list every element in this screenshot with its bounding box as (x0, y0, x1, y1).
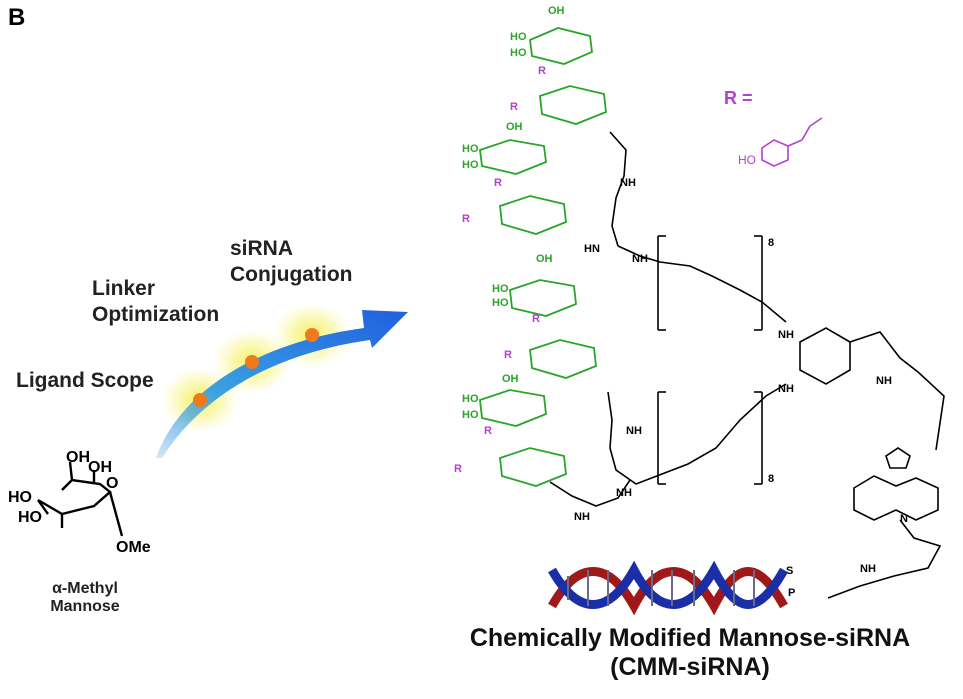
mannose-caption-line1: α-Methyl (52, 580, 118, 597)
repeat-count-upper: 8 (768, 237, 774, 249)
sugar-ring-8 (499, 447, 567, 487)
r-group-structure: HO (738, 117, 823, 167)
atom-ho: HO (492, 283, 509, 295)
atom-nh: NH (632, 253, 648, 265)
r-group-ho: HO (738, 153, 756, 167)
benzene-core (799, 327, 851, 385)
step-linker: Linker Optimization (92, 276, 219, 329)
r-group-label: R = (724, 88, 753, 108)
atom-oh: OH (506, 121, 523, 133)
linker-lower (549, 479, 631, 507)
sugar-ring-6 (529, 339, 597, 379)
atom-nh: NH (778, 383, 794, 395)
atom-nh: NH (778, 329, 794, 341)
step-sirna: siRNA Conjugation (230, 236, 352, 289)
step-sirna-line2: Conjugation (230, 263, 353, 287)
title-line2: (CMM-siRNA) (610, 653, 770, 681)
peg-lower (607, 383, 787, 485)
linker-right (849, 331, 945, 451)
atom-ho: HO (462, 159, 479, 171)
step-linker-line1: Linker (92, 277, 156, 300)
bond (809, 117, 823, 127)
helix-strand-red (548, 567, 788, 616)
bond (108, 491, 124, 537)
arrow-body (156, 310, 408, 458)
atom-ho: HO (462, 143, 479, 155)
atom-oh: OH (548, 5, 565, 17)
atom-ho: HO (492, 297, 509, 309)
cmm-conjugate-structure: OH HO HO HO HO OH OH HO HO OH HO HO R R … (454, 5, 945, 599)
atom-nh: NH (616, 487, 632, 499)
atom-hn: HN (584, 243, 600, 255)
triazole-ring (885, 447, 911, 469)
dot-ligand-scope (193, 393, 207, 407)
atom-ho-1: HO (8, 489, 32, 506)
step-ligand-scope: Ligand Scope (16, 369, 154, 392)
bond (801, 125, 811, 141)
sugar-ring-5 (509, 279, 577, 317)
sugar-ring-1 (529, 27, 593, 65)
atom-r: R (494, 177, 502, 189)
atom-r: R (462, 213, 470, 225)
atom-ho: HO (510, 47, 527, 59)
atom-r: R (510, 101, 518, 113)
atom-oh: OH (502, 373, 519, 385)
sugar-ring-3 (479, 139, 547, 175)
bond (37, 499, 49, 515)
helix-strand-blue (548, 560, 788, 609)
atom-ome: OMe (116, 539, 151, 556)
atom-nh: NH (574, 511, 590, 523)
bond (68, 461, 74, 481)
phenyl-ring (761, 139, 789, 167)
sugar-ring-2 (539, 85, 607, 125)
step-sirna-line1: siRNA (230, 237, 294, 260)
bond (787, 139, 803, 147)
atom-r: R (484, 425, 492, 437)
atom-n: N (900, 513, 908, 525)
atom-nh: NH (876, 375, 892, 387)
atom-ho-2: HO (18, 509, 42, 526)
atom-ho: HO (462, 409, 479, 421)
optimization-arrow (156, 303, 408, 458)
atom-oh-2: OH (88, 459, 112, 476)
atom-p: P (788, 587, 795, 599)
atom-oh: OH (536, 253, 553, 265)
step-linker-line2: Optimization (92, 303, 220, 327)
atom-nh: NH (860, 563, 876, 575)
sugar-ring-4 (499, 195, 567, 235)
linker-upper (609, 131, 627, 247)
atom-r: R (454, 463, 462, 475)
title-line1: Chemically Modified Mannose-siRNA (469, 624, 911, 652)
mannose-caption-line2: Mannose (50, 598, 120, 615)
atom-nh: NH (626, 425, 642, 437)
atom-r: R (532, 313, 540, 325)
atom-s: S (786, 565, 793, 577)
sirna-helix (548, 560, 788, 616)
atom-r: R (504, 349, 512, 361)
dot-linker (245, 355, 259, 369)
ring-bonds (37, 478, 112, 516)
conjugate-title: Chemically Modified Mannose-siRNA (CMM-s… (430, 624, 950, 682)
sugar-ring-7 (479, 389, 547, 427)
dot-sirna (305, 328, 319, 342)
linker-to-sirna (827, 519, 942, 599)
atom-ho: HO (462, 393, 479, 405)
panel-label: B (8, 4, 26, 31)
atom-ring-o: O (106, 475, 118, 492)
mannose-structure: OH OH HO HO O OMe (8, 450, 151, 556)
peg-upper (617, 245, 787, 323)
mannose-caption: α-Methyl Mannose (30, 580, 140, 616)
dibenzo-ring (853, 475, 939, 521)
atom-nh: NH (620, 177, 636, 189)
atom-r: R (538, 65, 546, 77)
atom-ho: HO (510, 31, 527, 43)
repeat-count-lower: 8 (768, 473, 774, 485)
atom-oh-1: OH (66, 450, 90, 466)
